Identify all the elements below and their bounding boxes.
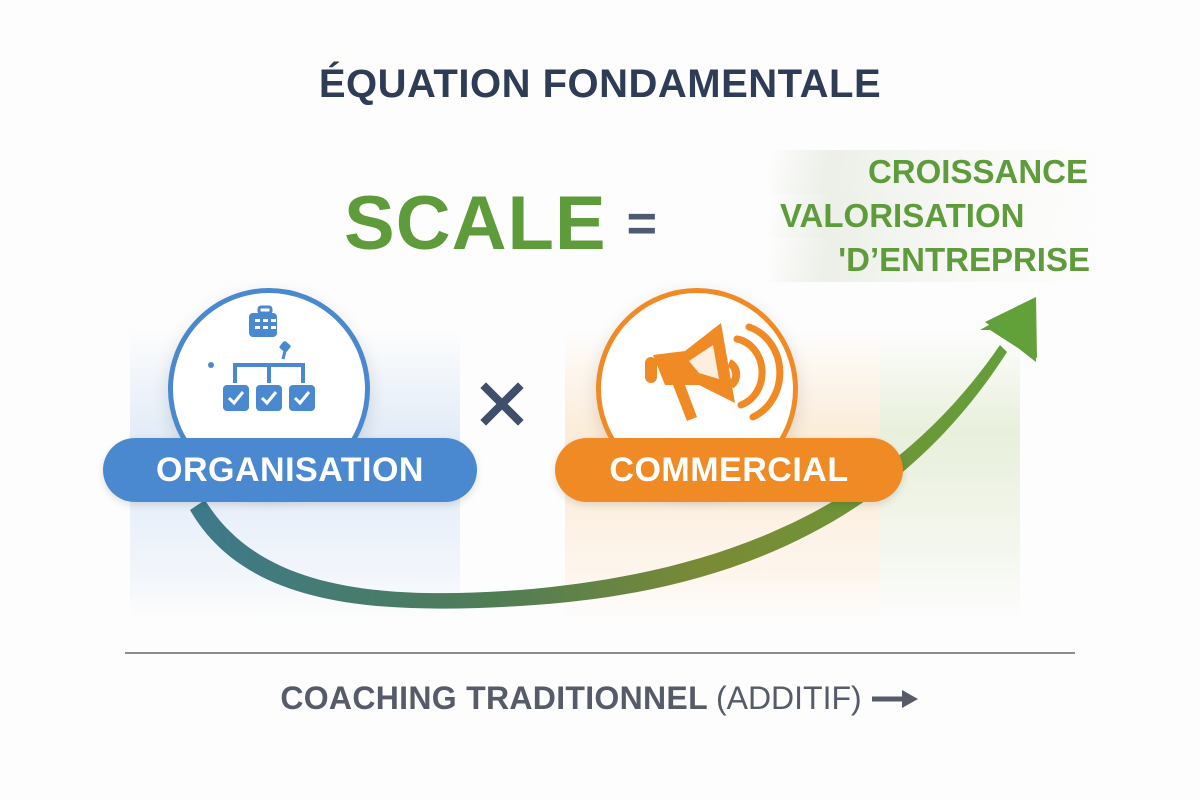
footer-caption: COACHING TRADITIONNEL (ADDITIF) bbox=[0, 680, 1200, 717]
footer-light-text: (ADDITIF) bbox=[715, 680, 862, 716]
result-line-croissance: CROISSANCE bbox=[770, 150, 1100, 194]
growth-glow-panel bbox=[880, 330, 1020, 620]
megaphone-icon bbox=[645, 323, 784, 421]
result-line-valorisation: VALORISATION bbox=[770, 194, 1100, 238]
equals-sign: = bbox=[626, 195, 657, 253]
footer-strong-text: COACHING TRADITIONNEL bbox=[280, 680, 708, 716]
result-block: CROISSANCE VALORISATION 'D’ENTREPRISE bbox=[770, 150, 1100, 282]
result-line-entreprise: 'D’ENTREPRISE bbox=[770, 238, 1100, 282]
organisation-label: ORGANISATION bbox=[103, 438, 477, 502]
equation-left: SCALE = bbox=[344, 186, 657, 262]
divider bbox=[125, 652, 1075, 654]
org-chart-checklist-icon bbox=[208, 305, 315, 411]
page-title: ÉQUATION FONDAMENTALE bbox=[318, 62, 882, 106]
commercial-label: COMMERCIAL bbox=[555, 438, 903, 502]
scale-term: SCALE bbox=[344, 181, 607, 266]
multiply-icon bbox=[480, 382, 524, 426]
right-arrow-icon bbox=[871, 689, 918, 708]
